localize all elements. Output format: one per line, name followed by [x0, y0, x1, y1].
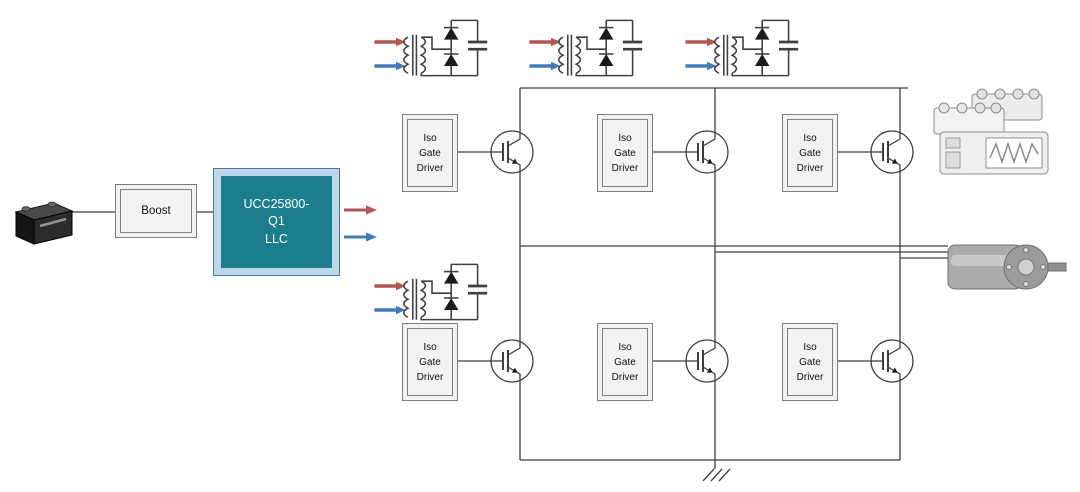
iso-gate-driver-box: Iso Gate Driver — [782, 114, 838, 192]
ucc-label-line1: UCC25800- — [243, 196, 310, 211]
igbt-icon — [490, 339, 534, 383]
boost-box: Boost — [115, 184, 197, 238]
boost-box-inner: Boost — [120, 189, 192, 233]
ucc25800-q1-llc-box: UCC25800- Q1 LLC — [213, 168, 340, 276]
ucc-label-line3: LLC — [265, 231, 288, 246]
gate-transformer-icon — [527, 18, 645, 78]
iso-gate-driver-label: Iso Gate Driver — [611, 341, 639, 383]
battery-icon — [14, 201, 74, 245]
blue-arrow-icon — [344, 232, 377, 242]
igbt-icon — [490, 130, 534, 174]
gate-transformer-icon — [372, 262, 490, 322]
igbt-icon — [870, 130, 914, 174]
iso-gate-driver-box: Iso Gate Driver — [597, 323, 653, 401]
gate-transformer-icon — [372, 18, 490, 78]
ucc25800-q1-llc-inner: UCC25800- Q1 LLC — [221, 176, 332, 268]
iso-gate-driver-box: Iso Gate Driver — [782, 323, 838, 401]
motor-icon — [947, 244, 1067, 290]
igbt-icon — [870, 339, 914, 383]
iso-gate-driver-label: Iso Gate Driver — [611, 132, 639, 174]
iso-gate-driver-box: Iso Gate Driver — [597, 114, 653, 192]
ground-icon — [702, 460, 731, 482]
ucc-label-line2: Q1 — [268, 214, 285, 229]
iso-gate-driver-box: Iso Gate Driver — [402, 323, 458, 401]
iso-gate-driver-label: Iso Gate Driver — [796, 132, 824, 174]
iso-gate-driver-label: Iso Gate Driver — [796, 341, 824, 383]
red-arrow-icon — [344, 205, 377, 215]
iso-gate-driver-label: Iso Gate Driver — [416, 341, 444, 383]
iso-gate-driver-label: Iso Gate Driver — [416, 132, 444, 174]
igbt-icon — [685, 130, 729, 174]
iso-gate-driver-box: Iso Gate Driver — [402, 114, 458, 192]
igbt-icon — [685, 339, 729, 383]
gate-transformer-icon — [683, 18, 801, 78]
engine-icon — [933, 88, 1049, 175]
inverter-bus-wiring — [458, 87, 948, 461]
boost-label: Boost — [141, 205, 171, 217]
